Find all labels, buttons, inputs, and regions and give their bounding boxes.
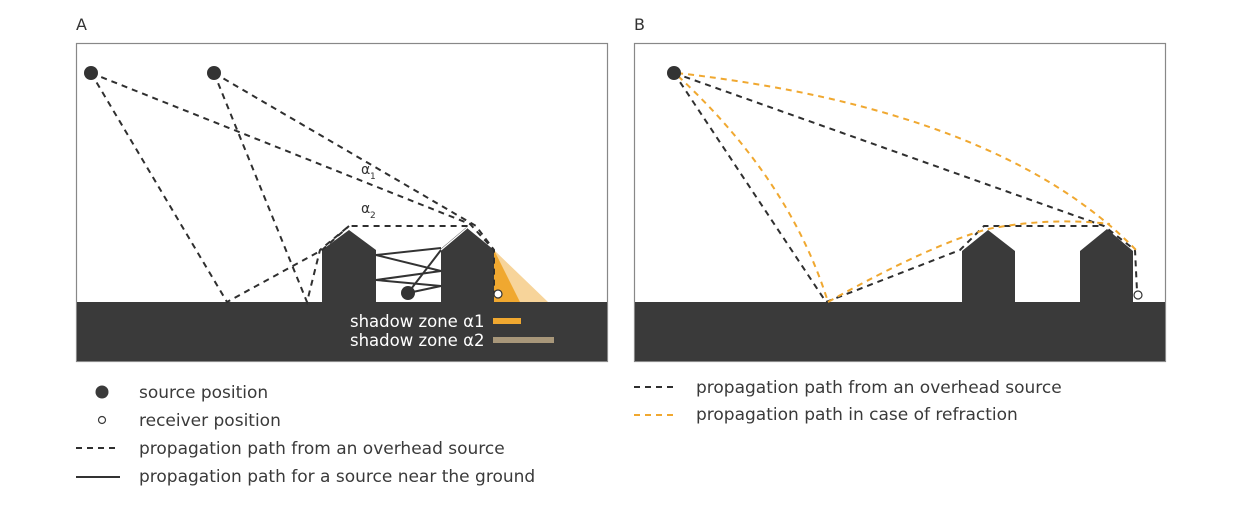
panel-b: B: [633, 15, 1167, 363]
alpha1-subscript: 1: [370, 172, 376, 182]
path-overhead-direct: [673, 72, 1138, 292]
shadow-zone-alpha2-swatch: [493, 337, 554, 343]
shadow-zone-alpha2-label: shadow zone α2: [350, 331, 484, 350]
path-source1-ground-reflection: [90, 72, 350, 304]
source-near-ground: [401, 286, 415, 300]
legend-near-ground-path-label: propagation path for a source near the g…: [139, 467, 535, 487]
legend-overhead-path-label: propagation path from an overhead source: [696, 378, 1062, 398]
receiver: [1133, 290, 1143, 300]
house-2: [441, 228, 494, 302]
panel-a: A α 1 α 2 shadow zone α1 shadow z: [75, 15, 609, 363]
legend-receiver-icon: [97, 415, 107, 425]
legend-source-icon: [95, 385, 109, 399]
shadow-zone-alpha1-label: shadow zone α1: [350, 312, 484, 331]
alpha1-label: α: [361, 162, 370, 178]
source-1: [84, 66, 98, 80]
legend-overhead-path-label: propagation path from an overhead source: [139, 439, 505, 459]
house-2: [1080, 229, 1133, 302]
path-refraction-over-roofs: [827, 220, 1111, 303]
panel-a-label: A: [76, 15, 87, 34]
path-source2-direct: [213, 72, 495, 251]
panel-b-label: B: [634, 15, 645, 34]
source-2: [207, 66, 221, 80]
path-near-ground-roof-edge: [440, 227, 468, 251]
house-1: [962, 230, 1015, 302]
alpha2-subscript: 2: [370, 211, 376, 221]
source: [667, 66, 681, 80]
legend-receiver-label: receiver position: [139, 411, 281, 431]
path-overhead-ground-reflection: [673, 72, 1104, 304]
alpha2-label: α: [361, 201, 370, 217]
legend-refraction-path-label: propagation path in case of refraction: [696, 405, 1018, 425]
shadow-zone-alpha1: [494, 250, 520, 302]
legend-source-label: source position: [139, 383, 268, 403]
path-source2-ground-reflection: [213, 72, 470, 306]
shadow-zone-alpha1-swatch: [493, 318, 521, 324]
house-1: [322, 230, 376, 302]
path-refraction-to-ground: [677, 75, 829, 303]
ground: [77, 302, 607, 361]
ground: [635, 302, 1165, 361]
path-source1-direct: [90, 72, 495, 294]
panel-a-legend: source position receiver position propag…: [76, 383, 535, 487]
panel-b-legend: propagation path from an overhead source…: [634, 378, 1062, 425]
path-near-ground-reflections: [375, 247, 442, 294]
receiver: [493, 289, 503, 299]
